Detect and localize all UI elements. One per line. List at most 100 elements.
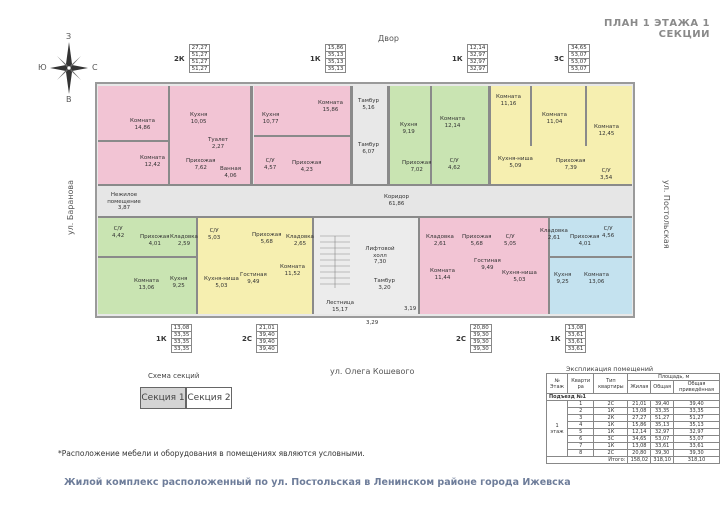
wall xyxy=(430,86,432,184)
apt-zone-1k-br xyxy=(550,218,632,314)
apt-zone-2k xyxy=(98,86,250,184)
wall xyxy=(168,86,170,184)
street-bottom: ул. Олега Кошевого xyxy=(330,367,415,376)
compass-n-label: З xyxy=(66,32,72,41)
page-title: ПЛАН 1 ЭТАЖА 1 СЕКЦИИ xyxy=(603,18,710,40)
wall xyxy=(254,135,350,137)
compass-e-label: С xyxy=(92,63,98,72)
wall xyxy=(550,256,632,258)
apt-zone-1k-top2 xyxy=(390,86,488,184)
wall xyxy=(98,140,168,142)
apt-zone-3s xyxy=(490,86,632,184)
footnote: *Расположение мебели и оборудования в по… xyxy=(58,449,365,458)
wall xyxy=(418,218,420,314)
wall xyxy=(585,86,587,146)
room-label: 3,19 xyxy=(404,306,417,312)
street-top: Двор xyxy=(378,34,399,43)
compass-s-label: В xyxy=(66,95,72,104)
wall xyxy=(530,86,532,146)
compass: З В Ю С xyxy=(38,32,98,104)
wall xyxy=(196,218,198,314)
street-right: ул. Постольская xyxy=(662,180,671,249)
corridor-zone xyxy=(98,186,632,216)
wall xyxy=(387,86,390,186)
sections-scheme-title: Схема секций xyxy=(148,372,200,380)
compass-w-label: Ю xyxy=(38,63,47,72)
footer-caption: Жилой комплекс расположенный по ул. Пост… xyxy=(64,477,571,488)
wall xyxy=(548,218,550,314)
wall xyxy=(98,216,632,218)
apt-zone-2s-right xyxy=(420,218,548,314)
wall xyxy=(312,218,314,314)
compass-rose-icon xyxy=(50,42,88,94)
explication-table: № Этаж Кварти ра Тип квартиры Площадь, м… xyxy=(545,373,720,464)
wall xyxy=(350,86,353,186)
apt-zone-2s-left xyxy=(198,218,312,314)
section-2-box: Секция 2 xyxy=(186,387,232,409)
street-left: ул. Барановa xyxy=(66,180,75,236)
wall xyxy=(250,86,253,186)
apt-zone-1k-bl xyxy=(98,218,196,314)
wall xyxy=(98,184,632,186)
wall xyxy=(98,256,196,258)
wall xyxy=(488,86,491,186)
explication-title: Экспликация помещений xyxy=(566,365,654,373)
section-1-box: Секция 1 xyxy=(140,387,186,409)
